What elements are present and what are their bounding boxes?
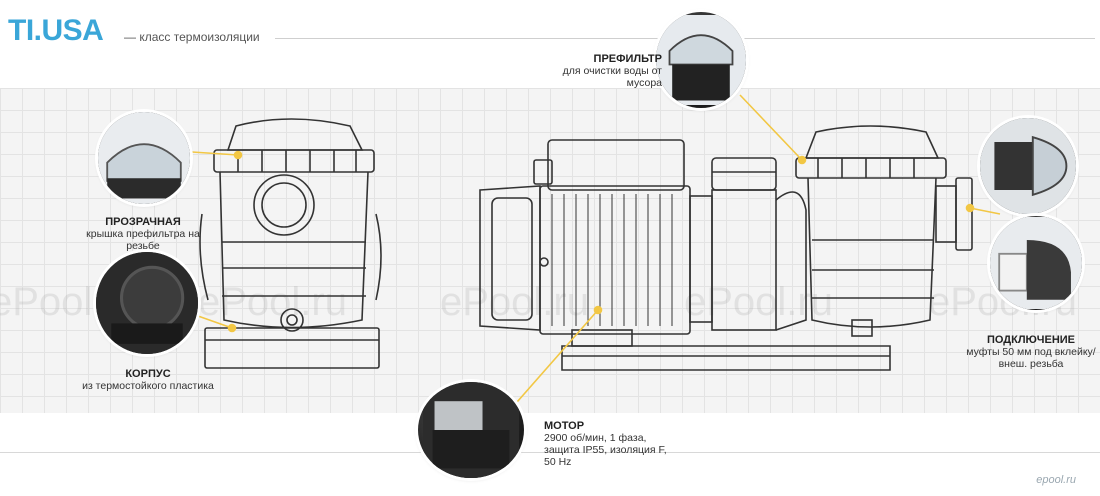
connection-photo-2 xyxy=(990,216,1082,310)
callout-body-desc: из термостойкого пластика xyxy=(82,380,214,392)
callout-connection-title: ПОДКЛЮЧЕНИЕ xyxy=(986,334,1076,346)
motor-photo xyxy=(418,382,524,478)
front-view-inlet xyxy=(253,174,315,236)
front-view-base xyxy=(204,327,380,369)
housing-photo xyxy=(96,252,198,354)
callout-motor-desc: 50 Hz xyxy=(544,456,572,468)
watermark-corner: epool.ru xyxy=(1036,474,1076,486)
motor-terminal-box xyxy=(547,139,685,191)
connection-photo-1 xyxy=(980,118,1076,214)
pump-lid-photo-icon xyxy=(98,112,190,204)
side-view-lid xyxy=(804,125,940,159)
callout-connection-desc: муфты 50 мм под вклейку/ xyxy=(966,346,1096,358)
callout-motor-title: МОТОР xyxy=(544,420,585,432)
footer-divider xyxy=(0,452,1100,453)
motor-foot xyxy=(571,329,633,347)
side-view-lid-ring xyxy=(795,157,947,179)
callout-lid-title: ПРОЗРАЧНАЯ xyxy=(105,216,181,228)
callout-connection: ПОДКЛЮЧЕНИЕ муфты 50 мм под вклейку/ вне… xyxy=(964,334,1098,370)
brand-title: TI.USA xyxy=(8,14,104,47)
callout-prefilter-title: ПРЕФИЛЬТР xyxy=(593,53,662,65)
motor-body xyxy=(539,185,691,335)
pump-outlet xyxy=(711,157,777,191)
callout-body-title: КОРПУС xyxy=(125,368,171,380)
watermark-text: ePool.ru xyxy=(684,280,833,324)
callout-motor-desc: защита IP55, изоляция F, xyxy=(544,444,667,456)
motor-photo-icon xyxy=(423,382,519,478)
callout-lid-desc: резьбе xyxy=(126,240,160,252)
pipe-fitting-photo-icon xyxy=(990,217,1082,309)
lid-photo xyxy=(98,112,190,204)
pump-housing-photo-icon xyxy=(96,252,198,354)
brand-subtitle: — класс термоизоляции xyxy=(124,30,264,44)
motor-flange xyxy=(689,195,713,323)
pump-housing-side xyxy=(775,191,807,331)
prefilter-photo xyxy=(656,12,746,108)
pump-volute xyxy=(711,189,777,331)
front-view-drain-plug xyxy=(280,308,304,332)
callout-motor: МОТОР 2900 об/мин, 1 фаза, защита IP55, … xyxy=(544,420,694,468)
front-view-housing xyxy=(219,171,369,329)
callout-prefilter-desc: для очистки воды от xyxy=(562,65,662,77)
pipe-connection-photo-icon xyxy=(980,118,1076,214)
callout-motor-desc: 2900 об/мин, 1 фаза, xyxy=(544,432,647,444)
front-view-lid xyxy=(226,118,364,151)
callout-lid: ПРОЗРАЧНАЯ крышка префильтра на резьбе xyxy=(78,216,208,252)
prefilter-photo-icon xyxy=(656,15,746,105)
callout-body: КОРПУС из термостойкого пластика xyxy=(74,368,222,392)
callout-prefilter-desc: мусора xyxy=(626,77,662,89)
front-view-lid-ring xyxy=(213,149,375,173)
side-view-strainer-housing xyxy=(807,177,937,328)
callout-prefilter: ПРЕФИЛЬТР для очистки воды от мусора xyxy=(530,53,662,89)
side-view-base xyxy=(561,345,891,371)
side-view-inlet-port xyxy=(935,185,957,243)
motor-end-cap xyxy=(479,185,541,331)
callout-connection-desc: внеш. резьба xyxy=(998,358,1064,370)
callout-lid-desc: крышка префильтра на xyxy=(86,228,200,240)
